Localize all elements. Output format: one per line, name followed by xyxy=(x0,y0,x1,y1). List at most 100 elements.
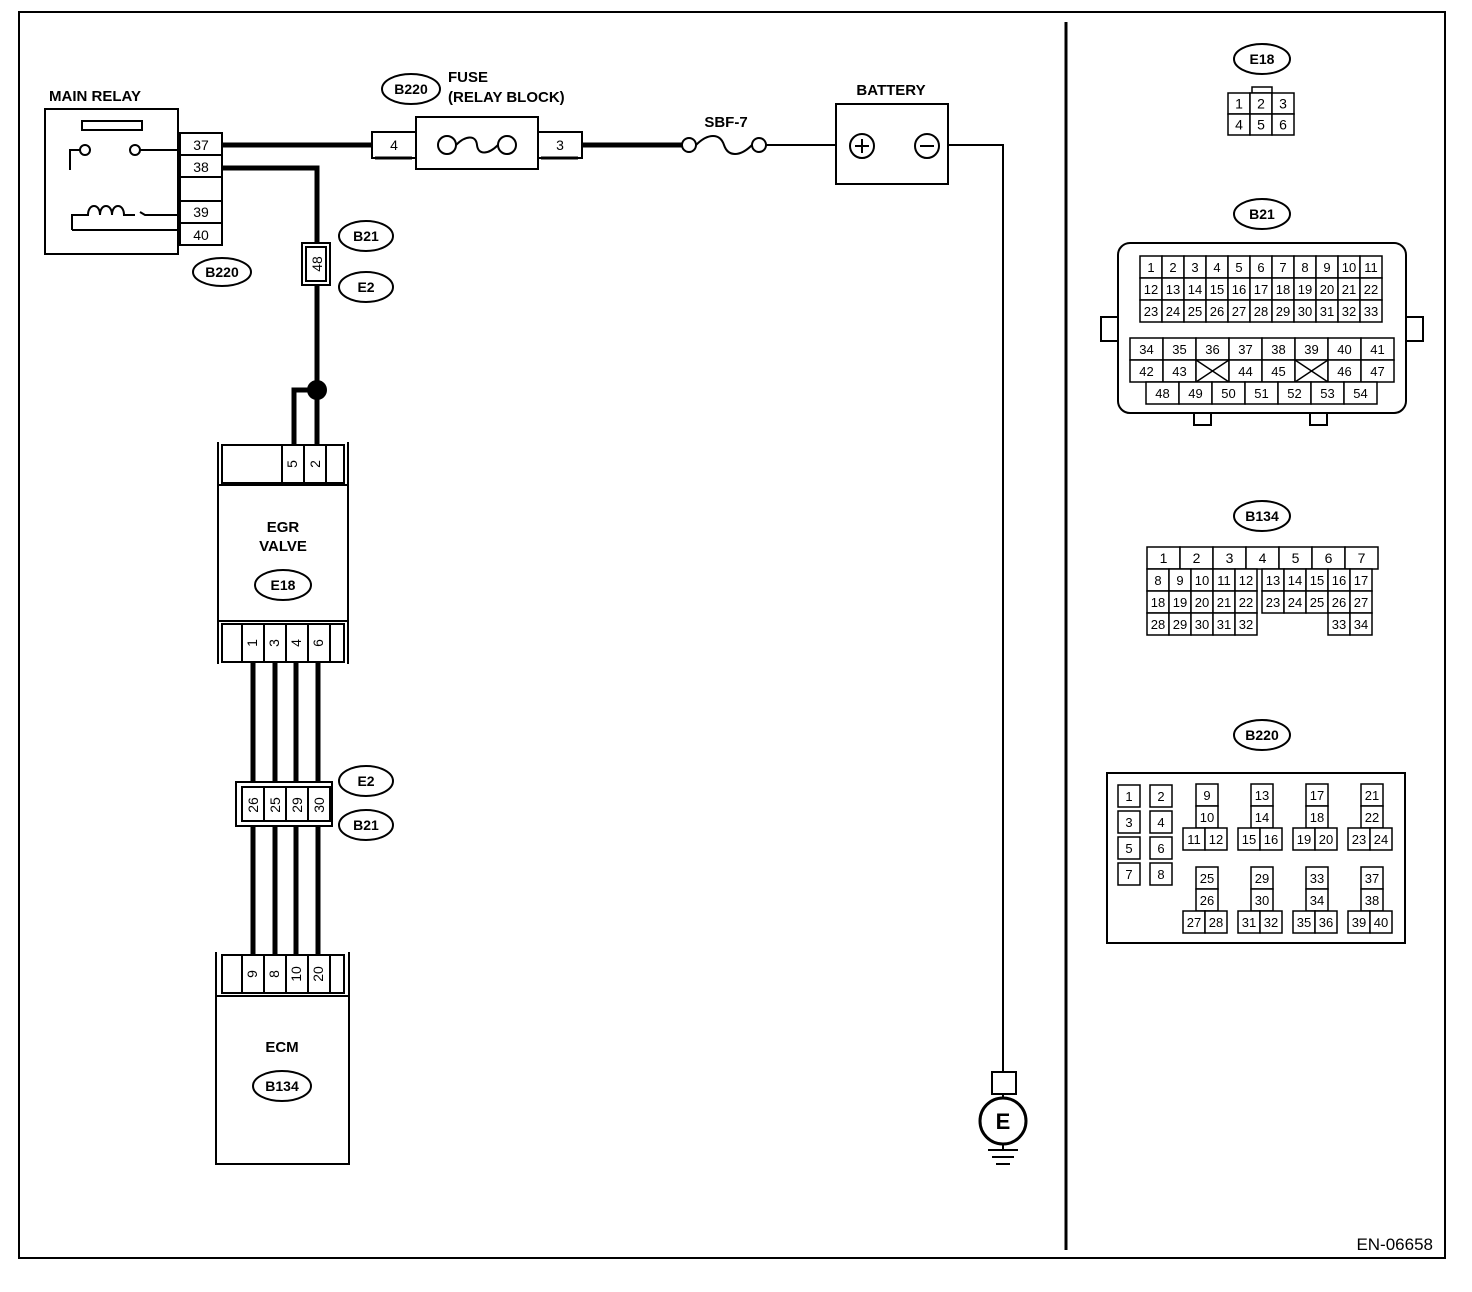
junction-pin-48: 48 xyxy=(309,256,325,272)
junction-upper-tag-bottom: E2 xyxy=(357,279,374,295)
b220-pin-32: 32 xyxy=(1264,915,1278,930)
b220-pin-30: 30 xyxy=(1255,893,1269,908)
e18-view-tag-oval xyxy=(1233,43,1291,75)
relay-pin-37: 37 xyxy=(193,137,209,153)
egr-pin-6: 6 xyxy=(310,639,326,647)
b134-pin-14: 14 xyxy=(1288,573,1302,588)
pin-cell xyxy=(1343,381,1378,405)
b21-pin-21: 21 xyxy=(1342,282,1356,297)
b220-pin-16: 16 xyxy=(1264,832,1278,847)
b134-pin-22: 22 xyxy=(1239,595,1253,610)
relay-pin-40: 40 xyxy=(193,227,209,243)
wire-relay-38 xyxy=(222,165,320,245)
e18-view-tag: E18 xyxy=(1250,51,1275,67)
junction-pin-30: 30 xyxy=(311,797,327,813)
b21-pin-37: 37 xyxy=(1238,342,1252,357)
b134-pin-24: 24 xyxy=(1288,595,1302,610)
blank-pin-mark xyxy=(1294,359,1329,383)
b220-pin-6: 6 xyxy=(1157,841,1164,856)
b21-pin-43: 43 xyxy=(1172,364,1186,379)
b21-pin-6: 6 xyxy=(1257,260,1264,275)
junction-upper: 48 B21 E2 xyxy=(301,220,394,303)
b220-pin-23: 23 xyxy=(1352,832,1366,847)
b21-pin-40: 40 xyxy=(1337,342,1351,357)
main-relay: MAIN RELAY 37 38 39 40 B220 xyxy=(44,88,252,287)
b21-pin-38: 38 xyxy=(1271,342,1285,357)
b134-pin-5: 5 xyxy=(1292,550,1300,566)
b220-pin-33: 33 xyxy=(1310,871,1324,886)
relay-pin-39: 39 xyxy=(193,204,209,220)
b21-pin-46: 46 xyxy=(1337,364,1351,379)
ecm-pin-10: 10 xyxy=(288,966,304,982)
pin-cell xyxy=(1234,612,1258,636)
e18-key xyxy=(1251,86,1273,94)
b220-pin-27: 27 xyxy=(1187,915,1201,930)
b21-pin-50: 50 xyxy=(1221,386,1235,401)
egr-label-2: VALVE xyxy=(259,538,307,555)
b21-pin-17: 17 xyxy=(1254,282,1268,297)
b220-pin-39: 39 xyxy=(1352,915,1366,930)
b220-pin-28: 28 xyxy=(1209,915,1223,930)
ecm-pin-8: 8 xyxy=(266,970,282,978)
b220-pin-22: 22 xyxy=(1365,810,1379,825)
blank-pin-mark xyxy=(1195,359,1230,383)
b21-pin-20: 20 xyxy=(1320,282,1334,297)
b134-pin-34: 34 xyxy=(1354,617,1368,632)
junction-upper-tag-top: B21 xyxy=(353,228,379,244)
b220-pin-26: 26 xyxy=(1200,893,1214,908)
b134-pin-1: 1 xyxy=(1160,550,1168,566)
b220-pin-11: 11 xyxy=(1187,832,1201,847)
junction-pin-25: 25 xyxy=(267,797,283,813)
junction-lower: 26 25 29 30 E2 B21 xyxy=(235,765,394,841)
b21-pin-22: 22 xyxy=(1364,282,1378,297)
b21-pin-54: 54 xyxy=(1353,386,1367,401)
egr-label-1: EGR xyxy=(267,519,300,536)
b21-pin-33: 33 xyxy=(1364,304,1378,319)
junction-pin-29: 29 xyxy=(289,797,305,813)
b21-pin-45: 45 xyxy=(1271,364,1285,379)
junction-lower-tag-bottom: B21 xyxy=(353,817,379,833)
b21-pin-24: 24 xyxy=(1166,304,1180,319)
b220-pin-8: 8 xyxy=(1157,867,1164,882)
sbf-label: SBF-7 xyxy=(704,114,747,131)
b220-pin-37: 37 xyxy=(1365,871,1379,886)
b134-pin-27: 27 xyxy=(1354,595,1368,610)
fuse-label-2: (RELAY BLOCK) xyxy=(448,89,565,106)
b220-pin-36: 36 xyxy=(1319,915,1333,930)
main-relay-label: MAIN RELAY xyxy=(49,88,141,105)
b134-pin-29: 29 xyxy=(1173,617,1187,632)
egr-pin-1: 1 xyxy=(244,639,260,647)
b21-pin-14: 14 xyxy=(1188,282,1202,297)
b220-pin-19: 19 xyxy=(1297,832,1311,847)
b220-pin-40: 40 xyxy=(1374,915,1388,930)
ecm-connector-tag: B134 xyxy=(265,1078,299,1094)
ground-label: E xyxy=(996,1109,1011,1134)
b21-pin-11: 11 xyxy=(1364,260,1378,275)
b220-pin-21: 21 xyxy=(1365,788,1379,803)
b134-pin-32: 32 xyxy=(1239,617,1253,632)
battery: BATTERY xyxy=(835,82,949,185)
b134-pin-28: 28 xyxy=(1151,617,1165,632)
b21-pin-36: 36 xyxy=(1205,342,1219,357)
b220-pin-29: 29 xyxy=(1255,871,1269,886)
b220-pin-25: 25 xyxy=(1200,871,1214,886)
b134-pin-3: 3 xyxy=(1226,550,1234,566)
b21-pin-27: 27 xyxy=(1232,304,1246,319)
diagram-id: EN-06658 xyxy=(1356,1235,1433,1254)
fuse-connector-tag: B220 xyxy=(394,81,428,97)
pin-cell xyxy=(1259,827,1283,851)
relay-connector-tag: B220 xyxy=(205,264,239,280)
b21-pin-29: 29 xyxy=(1276,304,1290,319)
b21-pin-15: 15 xyxy=(1210,282,1224,297)
e18-pin-6: 6 xyxy=(1279,117,1287,133)
b134-pin-7: 7 xyxy=(1358,550,1366,566)
pin-cell xyxy=(1271,113,1295,136)
b21-foot-right xyxy=(1309,412,1328,426)
b21-latch-right xyxy=(1405,316,1424,342)
b21-pin-23: 23 xyxy=(1144,304,1158,319)
egr-pin-3: 3 xyxy=(266,639,282,647)
b220-pin-5: 5 xyxy=(1125,841,1132,856)
b21-pin-25: 25 xyxy=(1188,304,1202,319)
b21-pin-31: 31 xyxy=(1320,304,1334,319)
